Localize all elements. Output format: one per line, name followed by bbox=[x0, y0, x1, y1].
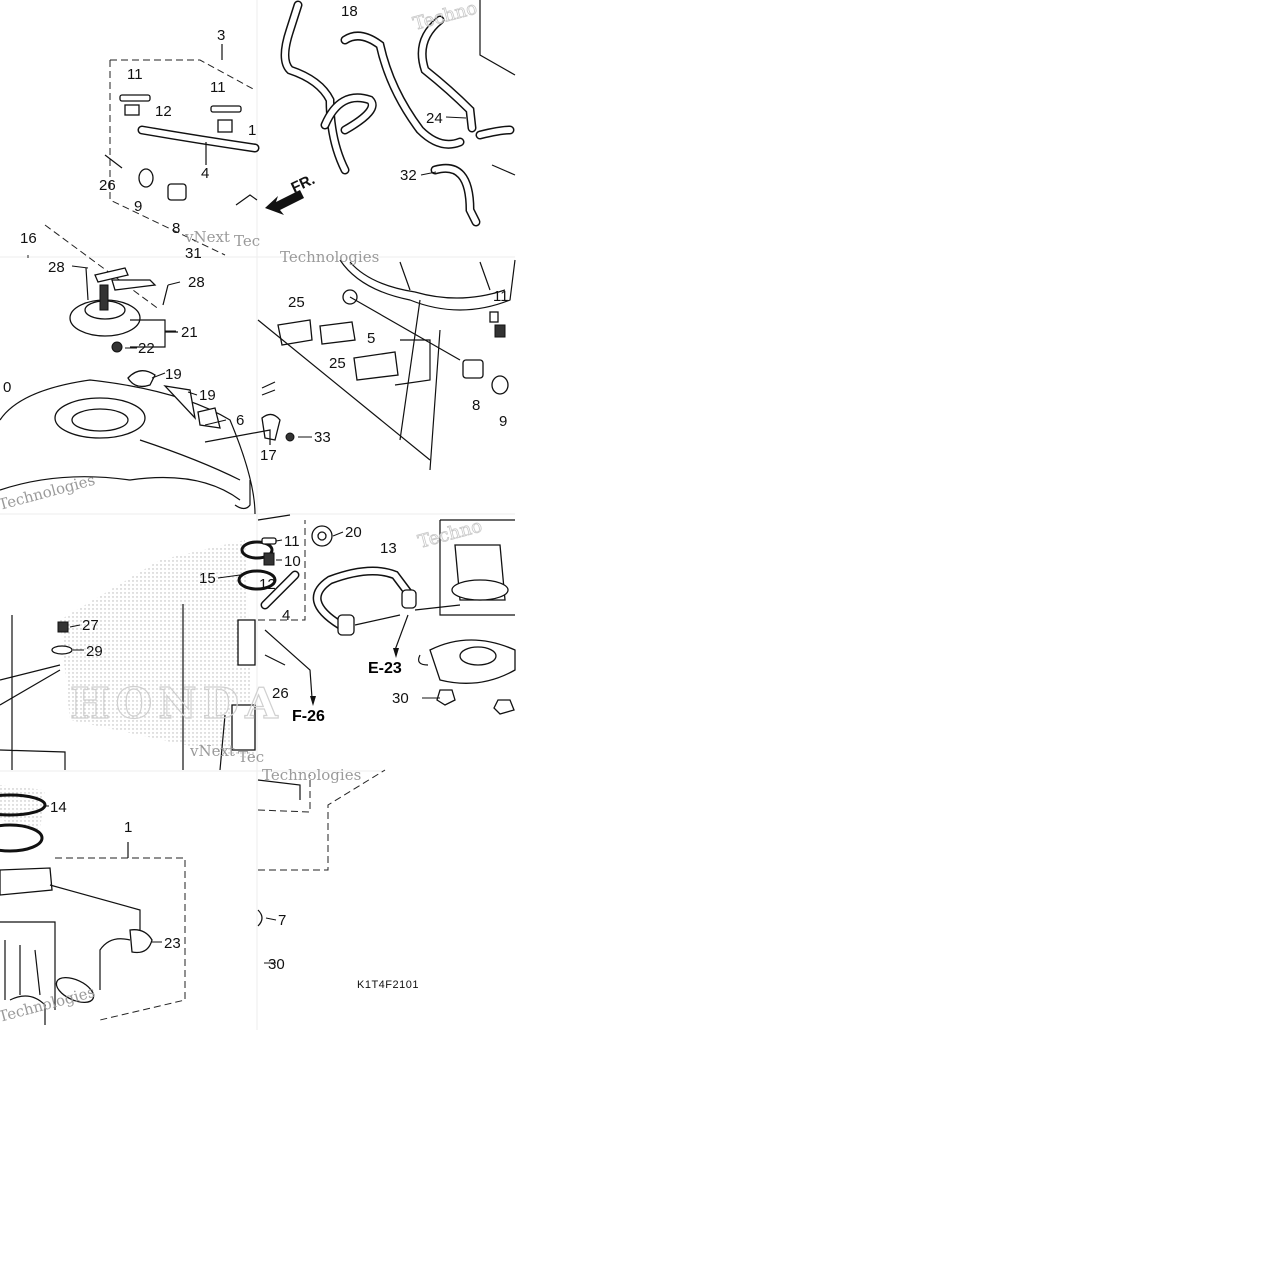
callout-33: 33 bbox=[314, 429, 331, 446]
o-ring bbox=[0, 793, 47, 817]
group-bracket-parts bbox=[104, 44, 260, 256]
callout-9: 9 bbox=[134, 198, 142, 215]
cushion bbox=[217, 119, 233, 133]
honda-brand-watermark: HONDA bbox=[70, 679, 284, 728]
watermarks: Techno Techno vNext Tec vNext Tec Techno… bbox=[0, 0, 485, 1026]
watermark-vnext: vNext bbox=[184, 228, 230, 246]
callout-24: 24 bbox=[426, 110, 443, 127]
callout-7: 7 bbox=[278, 912, 286, 929]
ref-f26: F-26 bbox=[292, 708, 325, 725]
callout-9: 9 bbox=[499, 413, 507, 430]
callout-28: 28 bbox=[188, 274, 205, 291]
watermark-vnext: vNext bbox=[189, 742, 235, 760]
group-breather-hoses: FR. bbox=[265, 0, 516, 227]
tile-separators bbox=[0, 0, 515, 1030]
callout-27: 27 bbox=[82, 617, 99, 634]
callout-18: 18 bbox=[341, 3, 358, 20]
level-sensor bbox=[129, 929, 153, 954]
callout-3: 3 bbox=[217, 27, 225, 44]
leader-lines bbox=[44, 116, 467, 964]
callout-20: 20 bbox=[345, 524, 362, 541]
callout-4: 4 bbox=[282, 607, 290, 624]
callout-30: 30 bbox=[268, 956, 285, 973]
bracket bbox=[261, 413, 281, 441]
watermark-tec: Tec bbox=[234, 232, 260, 250]
callout-11: 11 bbox=[493, 288, 509, 305]
callout-0: 0 bbox=[3, 379, 11, 396]
group-misc-lower bbox=[257, 769, 386, 871]
callout-28: 28 bbox=[48, 259, 65, 276]
callout-11: 11 bbox=[284, 533, 300, 550]
callout-labels: 3 11 11 12 1 4 26 9 8 31 16 28 28 21 22 … bbox=[3, 3, 509, 973]
callout-31: 31 bbox=[185, 245, 202, 262]
callout-29: 29 bbox=[86, 643, 103, 660]
callout-8: 8 bbox=[472, 397, 480, 414]
bushing bbox=[462, 359, 484, 379]
callout-19: 19 bbox=[199, 387, 216, 404]
cushion bbox=[124, 104, 140, 116]
rubber-pad bbox=[210, 105, 242, 113]
group-tank-bottom bbox=[257, 259, 516, 471]
diagram-code: K1T4F2101 bbox=[357, 979, 419, 991]
callout-22: 22 bbox=[138, 340, 155, 357]
callout-11: 11 bbox=[127, 66, 143, 83]
callout-5: 5 bbox=[367, 330, 375, 347]
collar bbox=[491, 375, 509, 395]
group-pump-assembly: HONDA bbox=[0, 604, 313, 771]
group-fuel-tank bbox=[0, 370, 295, 515]
float bbox=[55, 976, 95, 1004]
callout-23: 23 bbox=[164, 935, 181, 952]
callout-4: 4 bbox=[201, 165, 209, 182]
callout-15: 15 bbox=[199, 570, 216, 587]
rubber-pad bbox=[119, 94, 151, 102]
callout-17: 17 bbox=[260, 447, 277, 464]
watermark-techno: Techno bbox=[411, 0, 480, 35]
washer bbox=[51, 645, 73, 655]
callout-14: 14 bbox=[50, 799, 67, 816]
callout-30: 30 bbox=[392, 690, 409, 707]
callout-32: 32 bbox=[400, 167, 417, 184]
watermark-technologies: Technologies bbox=[280, 248, 379, 266]
callout-13: 13 bbox=[380, 540, 397, 557]
front-direction-label: FR. bbox=[289, 171, 318, 197]
callout-8: 8 bbox=[172, 220, 180, 237]
bushing bbox=[167, 183, 187, 201]
callout-11: 11 bbox=[210, 79, 226, 96]
callout-21: 21 bbox=[181, 324, 198, 341]
seal-strip bbox=[277, 319, 313, 346]
ref-e23: E-23 bbox=[368, 660, 402, 677]
group-pump-hose bbox=[237, 514, 516, 715]
callout-25: 25 bbox=[329, 355, 346, 372]
callout-19: 19 bbox=[165, 366, 182, 383]
callout-12: 12 bbox=[259, 576, 276, 593]
group-fuel-cap bbox=[27, 224, 178, 353]
quick-connector bbox=[337, 614, 355, 636]
watermark-tec: Tec bbox=[238, 748, 264, 766]
callout-26: 26 bbox=[272, 685, 289, 702]
section-references: E-23 F-26 bbox=[292, 648, 402, 725]
front-direction-arrow: FR. bbox=[265, 171, 318, 215]
callout-6: 6 bbox=[236, 412, 244, 429]
callout-25: 25 bbox=[288, 294, 305, 311]
callout-10: 10 bbox=[284, 553, 301, 570]
collar bbox=[138, 168, 154, 188]
callout-12: 12 bbox=[155, 103, 172, 120]
fuel-pump bbox=[237, 619, 256, 666]
watermark-technologies: Technologies bbox=[262, 766, 361, 784]
watermark-technologies: Technologies bbox=[0, 983, 97, 1026]
callout-16: 16 bbox=[20, 230, 37, 247]
callout-1: 1 bbox=[248, 122, 256, 139]
callout-26: 26 bbox=[99, 177, 116, 194]
watermark-technologies: Technologies bbox=[0, 471, 97, 514]
group-fuel-sender bbox=[0, 793, 263, 1025]
callout-1: 1 bbox=[124, 819, 132, 836]
